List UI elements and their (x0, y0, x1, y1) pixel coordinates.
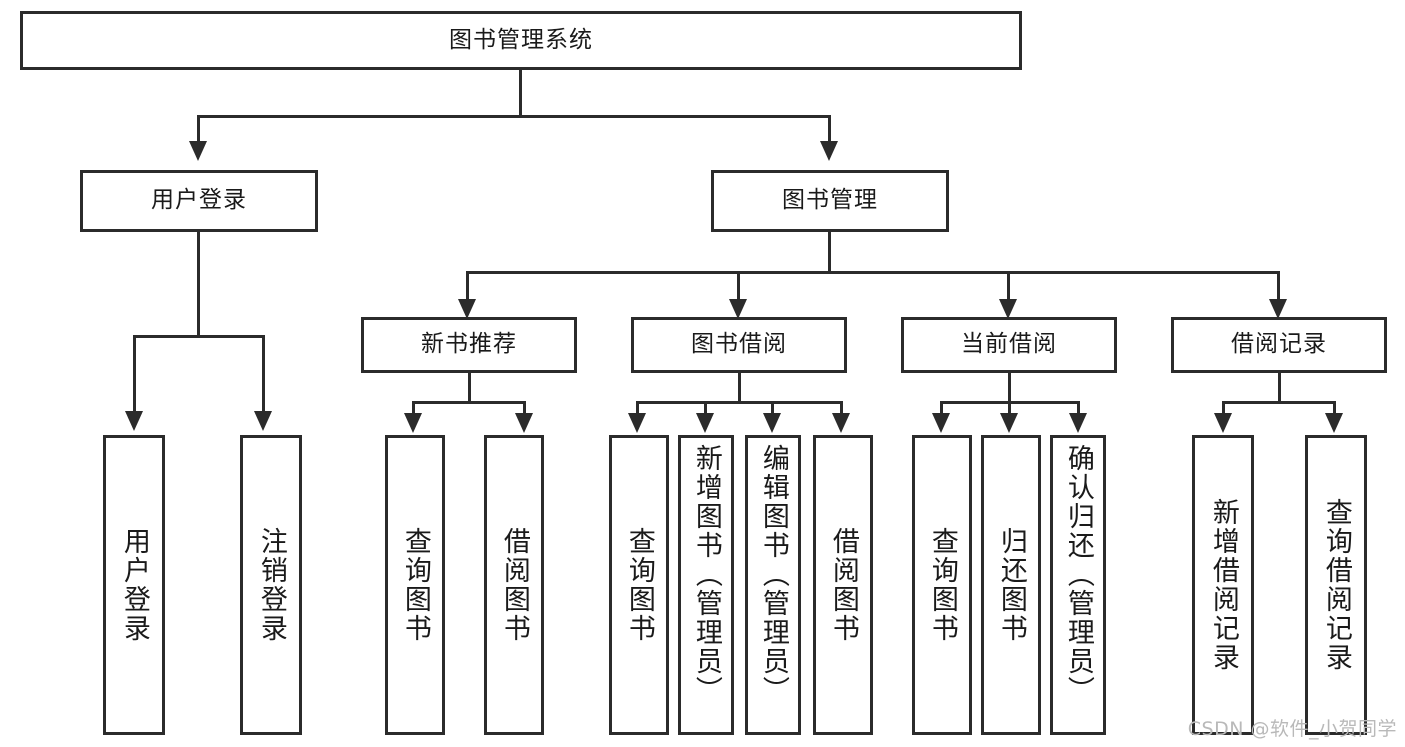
arrowhead-book-mgmt (820, 141, 838, 161)
connector-borrow-record-bus (1222, 401, 1336, 404)
leaf-br-query-record[interactable]: 查询借阅记录 (1305, 435, 1367, 735)
arrowhead-bb-query-book (628, 413, 646, 433)
connector-book-borrow-branch-1 (704, 401, 707, 415)
connector-current-borrow-stem (1008, 373, 1011, 401)
connector-book-mgmt-branch-2 (1007, 271, 1010, 301)
arrowhead-user-login (189, 141, 207, 161)
node-label: 借阅图书 (827, 527, 859, 643)
arrowhead-leaf-logout (254, 411, 272, 431)
node-label: 新增借阅记录 (1207, 498, 1239, 672)
node-label: 归还图书 (995, 527, 1027, 643)
leaf-br-add-record[interactable]: 新增借阅记录 (1192, 435, 1254, 735)
node-label: 当前借阅 (961, 331, 1057, 358)
connector-book-mgmt-stem (828, 232, 831, 271)
arrowhead-cb-query-book (932, 413, 950, 433)
connector-new-book-branch-1 (523, 401, 526, 415)
node-user-login[interactable]: 用户登录 (80, 170, 318, 232)
node-book-management[interactable]: 图书管理 (711, 170, 949, 232)
node-label: 借阅图书 (498, 527, 530, 643)
connector-root-bus (197, 115, 831, 118)
leaf-nb-query-book[interactable]: 查询图书 (385, 435, 445, 735)
arrowhead-new-book-recommend (458, 299, 476, 319)
connector-user-login-branch-1 (262, 335, 265, 413)
connector-book-mgmt-branch-0 (466, 271, 469, 301)
connector-root-to-book-mgmt (828, 115, 831, 143)
leaf-cb-confirm-return[interactable]: 确认归还（管理员） (1050, 435, 1106, 735)
node-label: 编辑图书（管理员） (757, 444, 789, 705)
node-label: 图书借阅 (691, 331, 787, 358)
node-label: 用户登录 (118, 527, 150, 643)
leaf-nb-borrow-book[interactable]: 借阅图书 (484, 435, 544, 735)
connector-borrow-record-branch-1 (1333, 401, 1336, 415)
arrowhead-borrow-record (1269, 299, 1287, 319)
connector-book-mgmt-branch-3 (1277, 271, 1280, 301)
leaf-bb-add-book[interactable]: 新增图书（管理员） (678, 435, 734, 735)
leaf-logout[interactable]: 注销登录 (240, 435, 302, 735)
leaf-cb-return-book[interactable]: 归还图书 (981, 435, 1041, 735)
arrowhead-nb-borrow-book (515, 413, 533, 433)
arrowhead-nb-query-book (404, 413, 422, 433)
connector-current-borrow-branch-2 (1077, 401, 1080, 415)
connector-book-borrow-stem (738, 373, 741, 401)
node-label: 查询借阅记录 (1320, 498, 1352, 672)
node-label: 查询图书 (399, 527, 431, 643)
connector-book-borrow-branch-0 (636, 401, 639, 415)
node-label: 查询图书 (926, 527, 958, 643)
node-label: 查询图书 (623, 527, 655, 643)
connector-new-book-stem (468, 373, 471, 401)
node-label: 图书管理系统 (449, 26, 593, 53)
leaf-bb-query-book[interactable]: 查询图书 (609, 435, 669, 735)
node-label: 图书管理 (782, 187, 878, 214)
connector-user-login-stem (197, 232, 200, 335)
node-new-book-recommend[interactable]: 新书推荐 (361, 317, 577, 373)
node-label: 新增图书（管理员） (690, 444, 722, 705)
connector-book-mgmt-branch-1 (737, 271, 740, 301)
connector-borrow-record-branch-0 (1222, 401, 1225, 415)
connector-borrow-record-stem (1278, 373, 1281, 401)
leaf-bb-edit-book[interactable]: 编辑图书（管理员） (745, 435, 801, 735)
node-book-borrow[interactable]: 图书借阅 (631, 317, 847, 373)
connector-current-borrow-branch-1 (1008, 401, 1011, 415)
connector-current-borrow-branch-0 (940, 401, 943, 415)
leaf-cb-query-book[interactable]: 查询图书 (912, 435, 972, 735)
node-label: 借阅记录 (1231, 331, 1327, 358)
leaf-bb-borrow-book[interactable]: 借阅图书 (813, 435, 873, 735)
node-current-borrow[interactable]: 当前借阅 (901, 317, 1117, 373)
node-label: 注销登录 (255, 527, 287, 643)
arrowhead-cb-confirm-return (1069, 413, 1087, 433)
connector-new-book-bus (412, 401, 526, 404)
connector-user-login-branch-0 (133, 335, 136, 413)
arrowhead-bb-borrow-book (832, 413, 850, 433)
arrowhead-cb-return-book (1000, 413, 1018, 433)
arrowhead-book-borrow (729, 299, 747, 319)
connector-book-borrow-branch-2 (771, 401, 774, 415)
node-root-system[interactable]: 图书管理系统 (20, 11, 1022, 70)
arrowhead-bb-add-book (696, 413, 714, 433)
node-label: 用户登录 (151, 187, 247, 214)
arrowhead-leaf-user-login (125, 411, 143, 431)
connector-book-borrow-bus (636, 401, 843, 404)
node-label: 确认归还（管理员） (1062, 444, 1094, 705)
connector-new-book-branch-0 (412, 401, 415, 415)
arrowhead-br-query-record (1325, 413, 1343, 433)
arrowhead-current-borrow (999, 299, 1017, 319)
connector-book-mgmt-bus (466, 271, 1280, 274)
node-label: 新书推荐 (421, 331, 517, 358)
leaf-user-login[interactable]: 用户登录 (103, 435, 165, 735)
connector-root-to-user-login (197, 115, 200, 143)
arrowhead-br-add-record (1214, 413, 1232, 433)
csdn-watermark: CSDN @软件_小贺同学 (1187, 718, 1397, 740)
arrowhead-bb-edit-book (763, 413, 781, 433)
connector-user-login-bus (133, 335, 265, 338)
node-borrow-record[interactable]: 借阅记录 (1171, 317, 1387, 373)
connector-root-stem (519, 70, 522, 115)
connector-book-borrow-branch-3 (840, 401, 843, 415)
